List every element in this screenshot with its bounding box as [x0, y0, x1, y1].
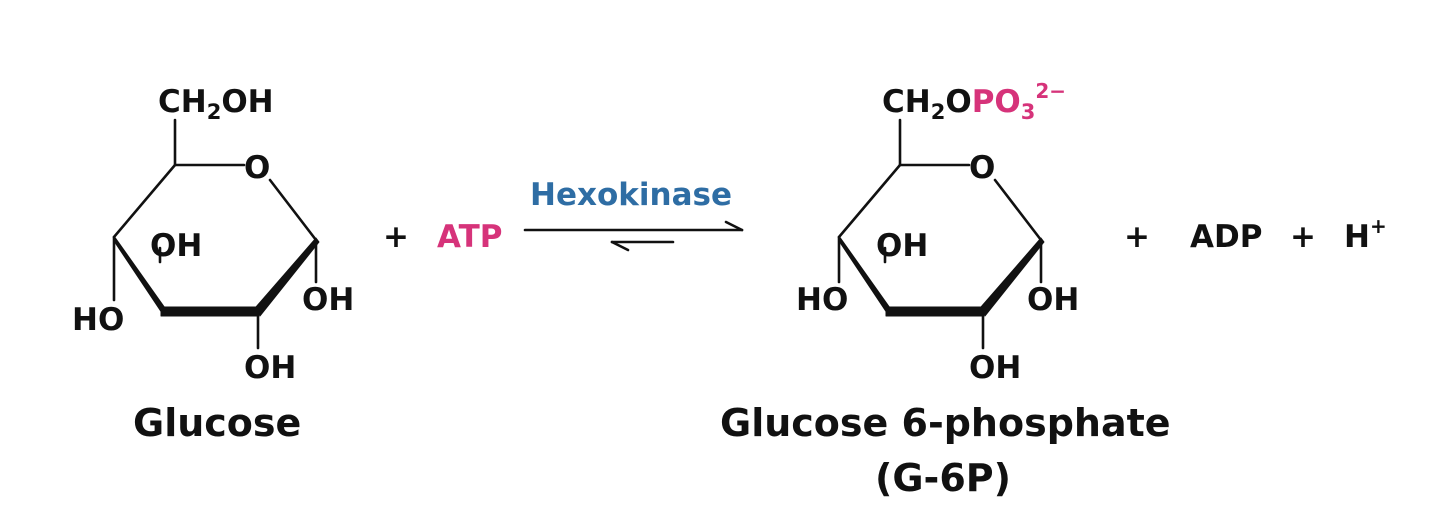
- glucose-oh-upper: OH: [150, 228, 202, 264]
- g6p-ring-bonds: [837, 118, 1043, 350]
- equilibrium-arrows: [523, 220, 744, 252]
- adp-label: ADP: [1190, 219, 1262, 255]
- g6p-name: Glucose 6-phosphate: [720, 401, 1171, 445]
- glucose-ring-oxygen: O: [244, 150, 270, 186]
- g6p-oh-upper: OH: [876, 228, 928, 264]
- glucose-ch2oh-label: CH2OH: [158, 84, 274, 124]
- plus-sign-3: +: [1290, 219, 1316, 255]
- glucose-ring-bonds: [112, 118, 318, 350]
- g6p-ring-oxygen: O: [969, 150, 995, 186]
- g6p-abbreviation: (G-6P): [875, 456, 1011, 500]
- plus-sign-1: +: [383, 219, 409, 255]
- glucose-oh-bottom: OH: [244, 350, 296, 386]
- g6p-structure: CH2OPO32− O OH OH HO OH Glucose 6-phosph…: [720, 79, 1171, 500]
- glucose-oh-right: OH: [302, 282, 354, 318]
- g6p-phosphate-group-label: CH2OPO32−: [882, 79, 1066, 124]
- g6p-oh-bottom: OH: [969, 350, 1021, 386]
- plus-sign-2: +: [1124, 219, 1150, 255]
- hexokinase-label: Hexokinase: [530, 177, 732, 213]
- g6p-ho-left: HO: [796, 282, 848, 318]
- glucose-structure: CH2OH O OH OH HO OH Glucose: [72, 84, 354, 445]
- g6p-ring-wedges: [838, 235, 1045, 317]
- atp-label: ATP: [437, 219, 502, 255]
- proton-label: H+: [1344, 214, 1387, 255]
- glucose-ring-wedges: [113, 235, 320, 317]
- glucose-ho-left: HO: [72, 302, 124, 338]
- g6p-oh-right: OH: [1027, 282, 1079, 318]
- glucose-name: Glucose: [133, 401, 301, 445]
